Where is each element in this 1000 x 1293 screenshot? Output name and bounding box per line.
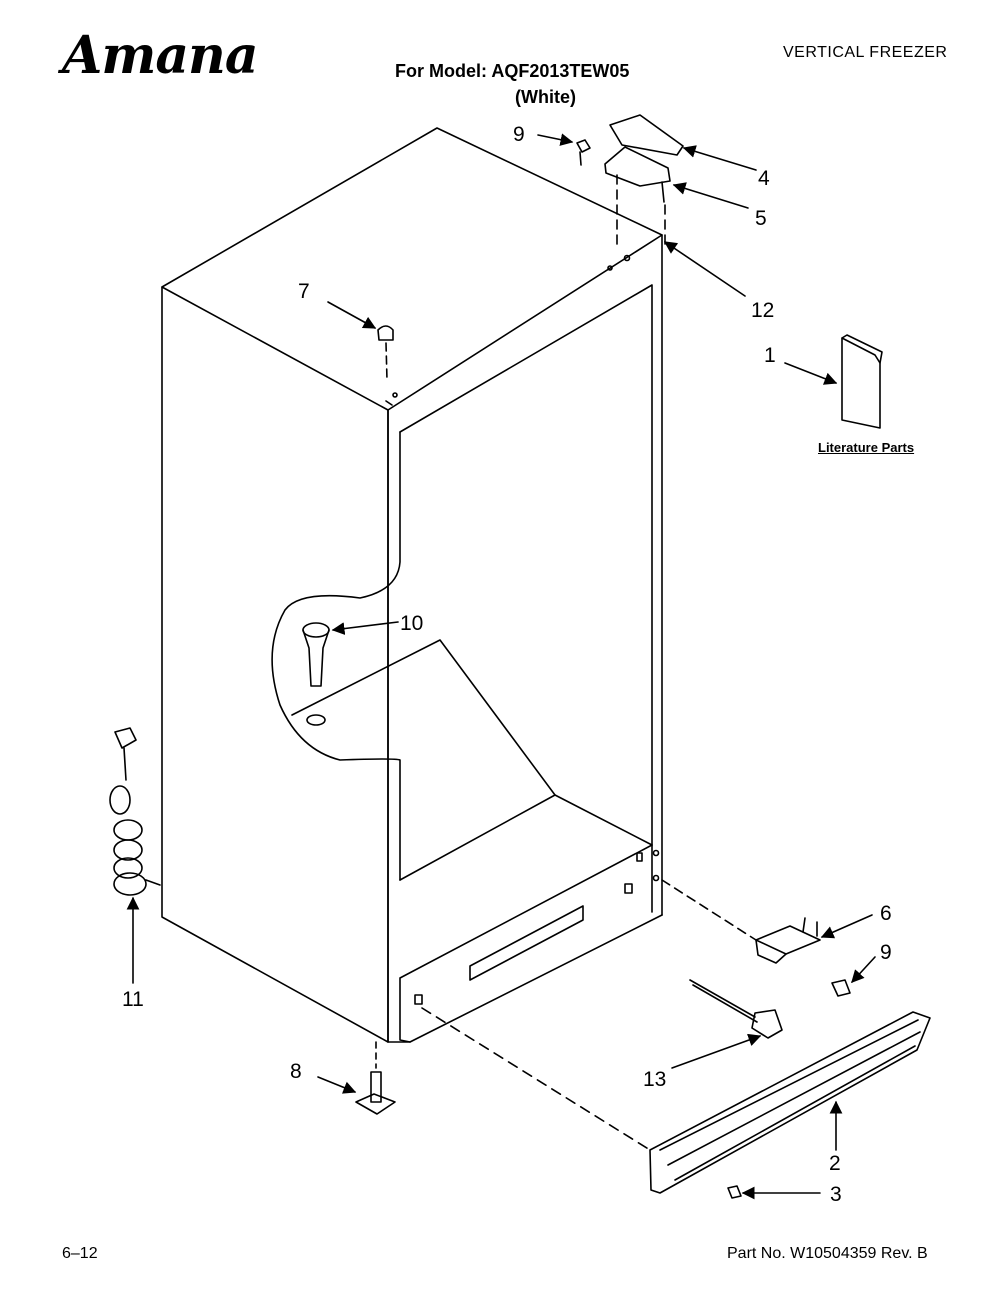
hinge-screw-hole-bottom: [652, 874, 660, 882]
literature-parts: [841, 334, 883, 429]
liner-back: [399, 794, 653, 881]
literature-parts-label: Literature Parts: [818, 440, 915, 455]
callout-10: 10: [400, 612, 423, 635]
callout-11: 11: [122, 988, 144, 1011]
callout-12: 12: [751, 299, 774, 322]
liner-floor: [291, 639, 556, 796]
model-title: For Model: AQF2013TEW05: [395, 61, 630, 81]
leveling-leg: [355, 1041, 396, 1115]
toe-grille: [421, 1007, 931, 1199]
hinge-screw-bottom: [831, 979, 851, 997]
callout-9-top: 9: [513, 123, 525, 146]
product-category: VERTICAL FREEZER: [783, 44, 948, 61]
plug-hole: [392, 392, 398, 398]
plug-hole-mark: [385, 400, 393, 406]
plug: [377, 325, 394, 381]
model-color: (White): [515, 87, 576, 107]
page-number: 6–12: [62, 1245, 98, 1262]
leader-arrows: [126, 133, 876, 1200]
base-front: [399, 844, 653, 1043]
base-slot: [636, 852, 643, 862]
grille-screw: [727, 1185, 742, 1199]
callout-2: 2: [829, 1152, 841, 1175]
base-hole-left: [414, 994, 423, 1005]
hinge-pin-assembly: [689, 979, 783, 1039]
callout-13: 13: [643, 1068, 666, 1091]
top-hinge-hole: [623, 254, 631, 262]
callout-1: 1: [764, 344, 776, 367]
top-hinge-assembly: [576, 114, 684, 251]
lower-hinge: [661, 879, 821, 964]
vent-slot: [469, 905, 584, 981]
callout-5: 5: [755, 207, 767, 230]
cabinet: [161, 127, 663, 1043]
part-number: Part No. W10504359 Rev. B: [727, 1245, 928, 1262]
power-cord: [109, 727, 161, 896]
cabinet-top: [161, 127, 663, 411]
drain-tube: [302, 622, 330, 726]
cabinet-left-side: [161, 286, 389, 1043]
base-hole-right: [624, 883, 633, 894]
callout-9-bottom: 9: [880, 941, 892, 964]
hinge-pin: [661, 181, 665, 203]
callout-7: 7: [298, 280, 310, 303]
hinge-screw-hole-top: [652, 849, 660, 857]
callout-4: 4: [758, 167, 770, 190]
cutaway-edge: [271, 431, 401, 881]
brand-logo: Amana: [62, 25, 259, 86]
door-opening-inner: [399, 284, 653, 913]
top-hinge-hole-2: [607, 265, 613, 271]
hinge-cover: [609, 114, 684, 156]
callout-6: 6: [880, 902, 892, 925]
hinge-screw-top: [576, 139, 591, 153]
callout-3: 3: [830, 1183, 842, 1206]
callout-8: 8: [290, 1060, 302, 1083]
cabinet-front-frame: [387, 409, 663, 1043]
top-hinge-plate: [604, 146, 671, 187]
